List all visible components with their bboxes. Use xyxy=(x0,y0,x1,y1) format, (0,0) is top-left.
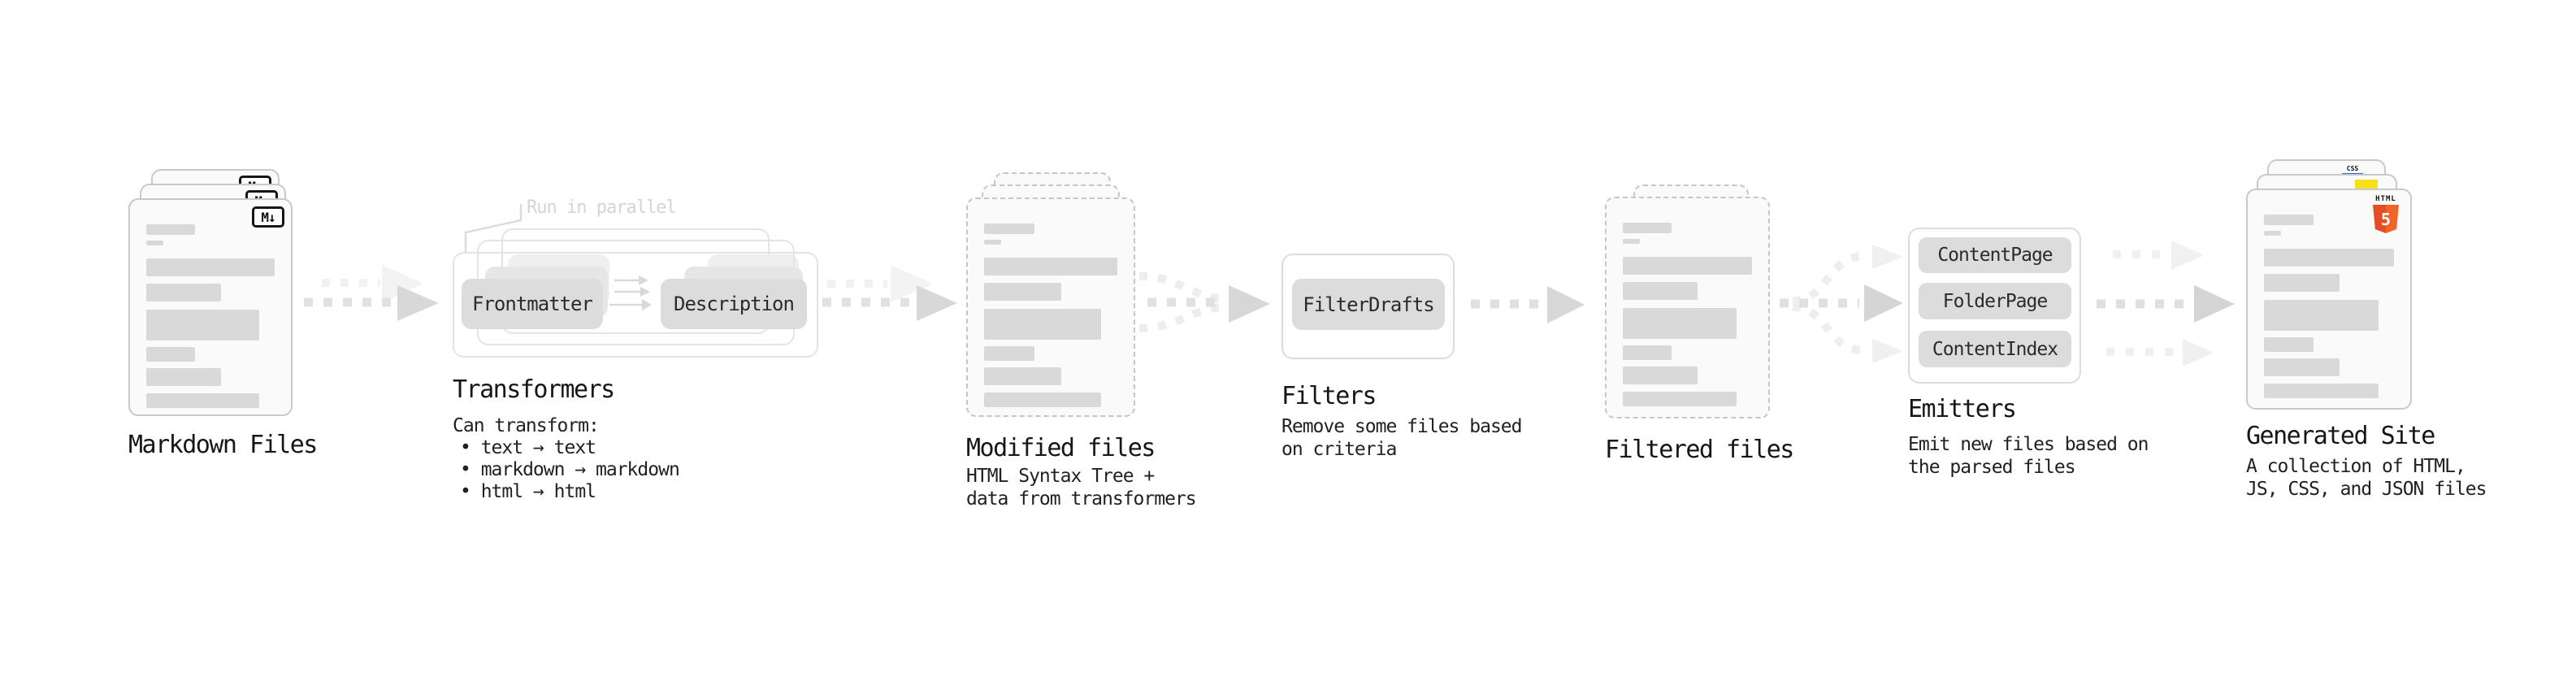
document-text-skeleton xyxy=(146,224,275,408)
css-icon-label: CSS xyxy=(2346,165,2359,172)
text-line-bar xyxy=(1623,345,1672,360)
markdown-file-front: M↓ xyxy=(128,198,293,416)
arrow-filtered-to-emitters-fan-out xyxy=(1780,245,1903,363)
html5-icon-label: HTML xyxy=(2375,195,2396,203)
html5-icon-shield: 5 xyxy=(2373,205,2399,233)
generated-site-description: A collection of HTML, JS, CSS, and JSON … xyxy=(2246,455,2487,501)
document-text-skeleton xyxy=(2264,215,2394,398)
contentpage-emitter-box: ContentPage xyxy=(1919,237,2071,273)
text-line-bar xyxy=(984,258,1117,275)
description-transformer-box: Description xyxy=(661,279,807,329)
description-line: JS, CSS, and JSON files xyxy=(2246,479,2487,500)
description-line: HTML Syntax Tree + xyxy=(966,466,1155,487)
capability-item: • markdown → markdown xyxy=(460,459,680,480)
text-line-bar xyxy=(146,368,221,386)
run-in-parallel-note: Run in parallel xyxy=(527,197,677,218)
text-line-bar xyxy=(2264,215,2314,225)
stage-title-markdown-files: Markdown Files xyxy=(128,431,318,459)
text-line-bar xyxy=(984,240,1002,245)
stage-title-emitters: Emitters xyxy=(1908,395,2017,423)
description-line: the parsed files xyxy=(1908,457,2076,478)
document-text-skeleton xyxy=(984,223,1117,407)
text-line-bar xyxy=(1623,367,1698,384)
text-line-bar xyxy=(1623,308,1737,339)
description-line: data from transformers xyxy=(966,488,1197,510)
text-line-bar xyxy=(1623,392,1737,406)
stage-title-generated-site: Generated Site xyxy=(2246,422,2435,450)
description-line: on criteria xyxy=(1281,439,1397,460)
html5-icon: HTML 5 xyxy=(2368,195,2404,233)
text-line-bar xyxy=(1623,239,1640,244)
modified-files-description: HTML Syntax Tree + data from transformer… xyxy=(966,465,1197,510)
description-line: Emit new files based on xyxy=(1908,434,2149,455)
filters-description: Remove some files based on criteria xyxy=(1281,415,1522,461)
text-line-bar xyxy=(984,346,1035,361)
capability-item: • text → text xyxy=(460,437,596,458)
text-line-bar xyxy=(2264,358,2340,376)
transformers-capability-list: • text → text • markdown → markdown • ht… xyxy=(460,437,680,503)
modified-file-front xyxy=(966,197,1135,417)
html5-icon-number: 5 xyxy=(2380,209,2392,229)
emitters-description: Emit new files based on the parsed files xyxy=(1908,433,2149,479)
text-line-bar xyxy=(146,224,196,235)
folderpage-emitter-box: FolderPage xyxy=(1919,283,2071,319)
text-line-bar xyxy=(146,241,163,245)
text-line-bar xyxy=(984,393,1102,407)
text-line-bar xyxy=(984,367,1062,385)
text-line-bar xyxy=(984,223,1035,234)
arrow-modified-to-filters-fan-in xyxy=(1138,272,1270,332)
text-line-bar xyxy=(2264,300,2379,331)
arrow-transformers-to-modified xyxy=(822,265,957,321)
text-line-bar xyxy=(2264,274,2340,292)
arrow-filters-to-filtered xyxy=(1471,286,1585,323)
text-line-bar xyxy=(146,347,196,362)
arrows-emitters-to-generated xyxy=(2097,241,2235,367)
text-line-bar xyxy=(1623,223,1672,233)
description-line: Remove some files based xyxy=(1281,416,1522,437)
text-line-bar xyxy=(2264,231,2281,236)
capability-item: • html → html xyxy=(460,481,596,502)
transformer-layer-front xyxy=(453,252,818,358)
transformers-description-heading: Can transform: xyxy=(453,415,600,436)
text-line-bar xyxy=(146,258,275,276)
markdown-icon: M↓ xyxy=(252,206,284,228)
frontmatter-transformer-box: Frontmatter xyxy=(462,279,603,329)
text-line-bar xyxy=(2264,249,2394,267)
text-line-bar xyxy=(146,284,221,301)
filterdrafts-box: FilterDrafts xyxy=(1292,279,1445,330)
text-line-bar xyxy=(984,309,1102,340)
text-line-bar xyxy=(984,283,1062,301)
stage-title-filtered-files: Filtered files xyxy=(1605,436,1794,464)
stage-title-filters: Filters xyxy=(1281,382,1377,410)
stage-title-modified-files: Modified files xyxy=(966,434,1156,462)
stage-title-transformers: Transformers xyxy=(453,375,615,404)
arrow-markdown-to-transformers xyxy=(304,265,439,321)
text-line-bar xyxy=(2264,384,2379,398)
document-text-skeleton xyxy=(1623,223,1752,406)
generated-file-html: HTML 5 xyxy=(2246,189,2412,410)
text-line-bar xyxy=(1623,282,1698,300)
filtered-file-front xyxy=(1605,197,1770,419)
contentindex-emitter-box: ContentIndex xyxy=(1919,331,2071,367)
text-line-bar xyxy=(1623,257,1752,275)
text-line-bar xyxy=(146,310,260,340)
text-line-bar xyxy=(146,393,260,408)
description-line: A collection of HTML, xyxy=(2246,456,2466,477)
text-line-bar xyxy=(2264,337,2314,352)
